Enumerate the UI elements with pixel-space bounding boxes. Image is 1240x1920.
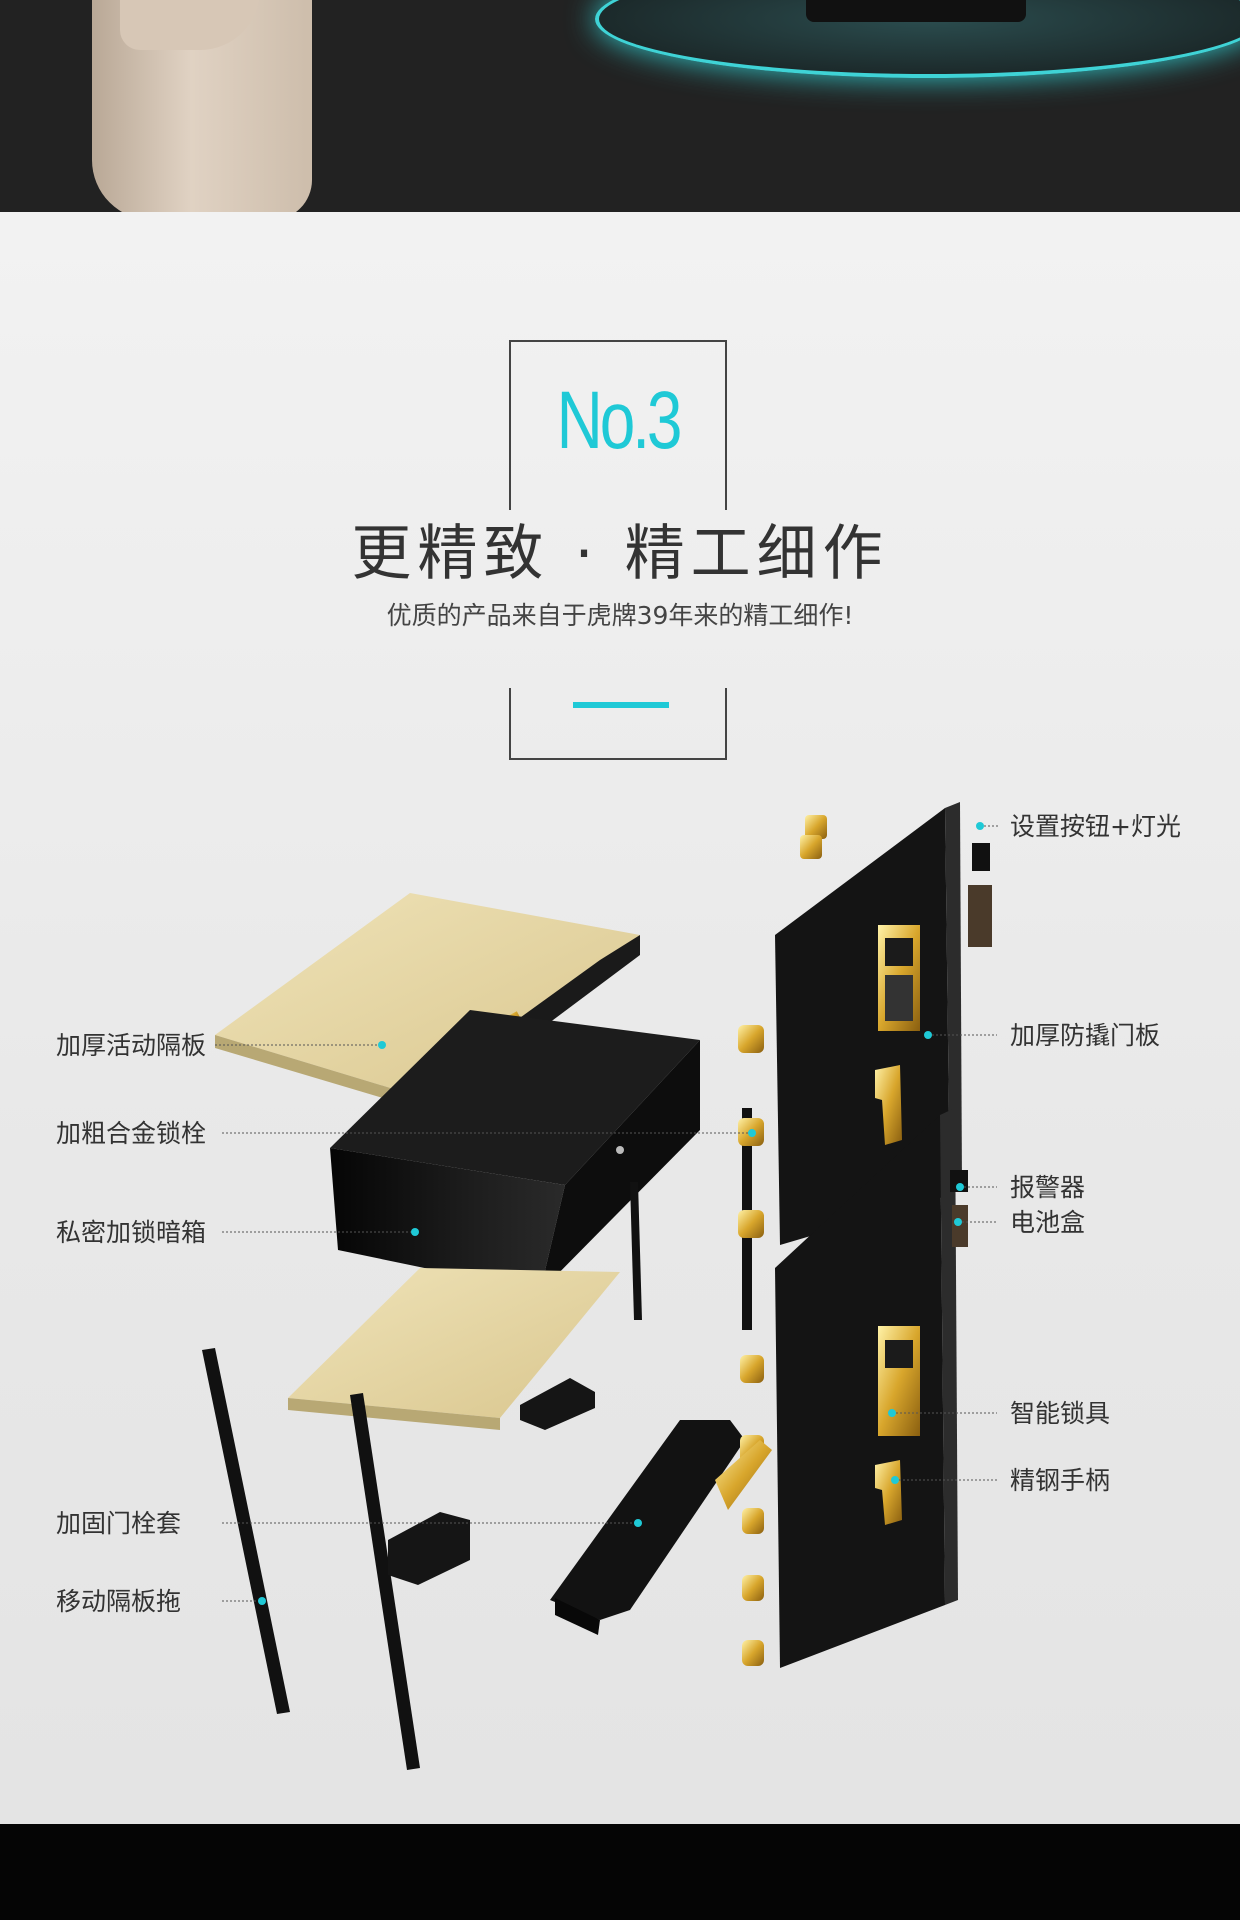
upper-door-panel	[775, 802, 962, 1245]
label-private-lockbox: 私密加锁暗箱	[56, 1218, 207, 1247]
title-frame-top	[509, 340, 727, 510]
top-banner	[0, 0, 1240, 212]
accent-bar	[573, 702, 669, 708]
bottom-shelf-part	[288, 1268, 620, 1430]
label-battery-box: 电池盒	[1010, 1208, 1086, 1237]
private-lockbox-part	[330, 1010, 700, 1292]
callout-lines	[215, 825, 1000, 1602]
bottom-band	[0, 1824, 1240, 1920]
label-alarm: 报警器	[1010, 1173, 1086, 1202]
section-subtitle: 优质的产品来自于虎牌39年来的精工细作!	[386, 601, 854, 630]
section-number: No.3	[556, 375, 683, 466]
section-title: 更精致 · 精工细作	[351, 519, 889, 589]
device-base-image	[806, 0, 1026, 22]
label-thick-shelf: 加厚活动隔板	[56, 1031, 207, 1060]
callout-dots	[258, 822, 984, 1605]
label-alloy-bolt: 加粗合金锁栓	[56, 1119, 207, 1148]
label-anti-pry-door: 加厚防撬门板	[1010, 1021, 1161, 1050]
title-frame-bottom	[509, 688, 727, 760]
small-components	[950, 843, 992, 1247]
label-smart-lock: 智能锁具	[1010, 1399, 1111, 1428]
label-shelf-rail: 移动隔板拖	[56, 1587, 182, 1616]
label-settings-button-light: 设置按钮+灯光	[1010, 812, 1181, 841]
label-bolt-sleeve: 加固门栓套	[56, 1509, 182, 1538]
bracket-parts	[388, 1378, 745, 1635]
label-steel-handle: 精钢手柄	[1010, 1466, 1111, 1495]
